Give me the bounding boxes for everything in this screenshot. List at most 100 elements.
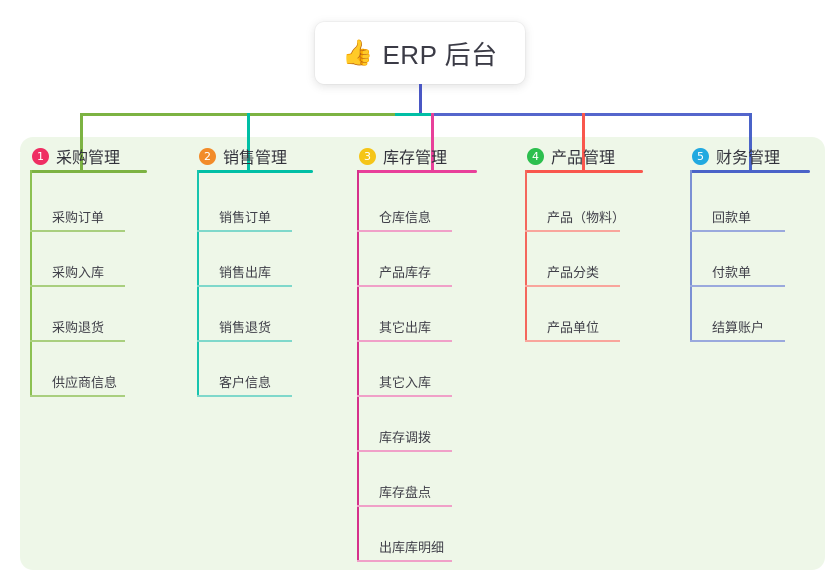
branch-column-3: 3 库存管理仓库信息产品库存其它出库其它入库库存调拨库存盘点出库库明细	[357, 137, 477, 562]
root-node-card[interactable]: 👍 ERP 后台	[315, 22, 525, 84]
branch-stub-2	[246, 113, 250, 170]
leaf-item[interactable]: 其它出库	[357, 308, 452, 342]
branch-index-badge-3: 3	[359, 147, 376, 165]
branch-header-rule-3	[357, 170, 477, 173]
leaf-item-rule	[690, 340, 785, 342]
branch-index-badge-5: 5	[692, 147, 709, 165]
branch-header-rule-5	[690, 170, 810, 173]
leaf-item-rule	[30, 285, 125, 287]
leaf-item-rule	[30, 340, 125, 342]
branch-index-badge-2: 2	[199, 147, 216, 165]
branch-index-badge-4: 4	[527, 147, 544, 165]
leaf-item-label: 产品（物料）	[547, 210, 626, 225]
branch-title-4: 产品管理	[551, 150, 616, 167]
leaf-item[interactable]: 产品（物料）	[525, 198, 625, 232]
leaf-item[interactable]: 产品库存	[357, 253, 452, 287]
leaf-item[interactable]: 其它入库	[357, 363, 452, 397]
leaf-item[interactable]: 库存调拨	[357, 418, 452, 452]
branch-index-badge-1: 1	[32, 147, 49, 165]
branch-header-rule-2	[197, 170, 313, 173]
bus-segment-bus-teal	[395, 113, 432, 116]
leaf-item[interactable]: 采购订单	[30, 198, 125, 232]
thumbs-up-icon: 👍	[342, 38, 374, 67]
branch-header-rule-4	[525, 170, 643, 173]
branch-header-5[interactable]: 5 财务管理	[690, 137, 780, 175]
leaf-item-label: 其它出库	[379, 320, 432, 335]
leaf-item-label: 采购退货	[52, 320, 105, 335]
branch-header-2[interactable]: 2 销售管理	[197, 137, 287, 175]
branch-stub-3	[430, 113, 434, 170]
leaf-item-rule	[357, 230, 452, 232]
leaf-item-rule	[357, 505, 452, 507]
leaf-item-rule	[30, 395, 125, 397]
branch-spine-2	[197, 170, 199, 397]
branch-column-2: 2 销售管理销售订单销售出库销售退货客户信息	[197, 137, 313, 397]
branch-column-4: 4 产品管理产品（物料） 产品分类产品单位	[525, 137, 643, 342]
branch-spine-4	[525, 170, 527, 342]
leaf-item[interactable]: 采购入库	[30, 253, 125, 287]
leaf-item-rule	[357, 285, 452, 287]
leaf-item-rule	[30, 230, 125, 232]
leaf-item-rule	[357, 395, 452, 397]
leaf-item-label: 结算账户	[712, 320, 765, 335]
branch-title-5: 财务管理	[716, 150, 781, 167]
leaf-item-rule	[525, 285, 620, 287]
leaf-item-label: 产品单位	[547, 320, 600, 335]
leaf-item-rule	[525, 230, 620, 232]
branch-stub-4	[581, 113, 585, 170]
leaf-item[interactable]: 库存盘点	[357, 473, 452, 507]
branch-stub-5	[748, 113, 752, 170]
leaf-item-label: 出库库明细	[379, 540, 445, 555]
leaf-item-rule	[357, 340, 452, 342]
leaf-item-label: 采购订单	[52, 210, 105, 225]
leaf-item-rule	[197, 340, 292, 342]
leaf-item-rule	[357, 450, 452, 452]
leaf-item-label: 采购入库	[52, 265, 105, 280]
leaf-item-label: 销售退货	[219, 320, 272, 335]
leaf-item-label: 付款单	[712, 265, 752, 280]
branch-header-4[interactable]: 4 产品管理	[525, 137, 615, 175]
leaf-item-label: 供应商信息	[52, 375, 118, 390]
leaf-item[interactable]: 销售订单	[197, 198, 292, 232]
leaf-item-label: 库存盘点	[379, 485, 432, 500]
root-stem-line	[418, 84, 422, 116]
bus-segment-bus-blue	[432, 113, 750, 116]
leaf-item-rule	[525, 340, 620, 342]
leaf-item-label: 销售出库	[219, 265, 272, 280]
leaf-item[interactable]: 销售出库	[197, 253, 292, 287]
branch-title-3: 库存管理	[383, 150, 448, 167]
leaf-item-label: 其它入库	[379, 375, 432, 390]
leaf-item-label: 客户信息	[219, 375, 272, 390]
root-node-title: ERP 后台	[382, 39, 498, 70]
branch-title-1: 采购管理	[56, 150, 121, 167]
leaf-item[interactable]: 客户信息	[197, 363, 292, 397]
leaf-item-label: 库存调拨	[379, 430, 432, 445]
branch-stub-1	[79, 113, 83, 170]
leaf-item[interactable]: 供应商信息	[30, 363, 125, 397]
branch-title-2: 销售管理	[223, 150, 288, 167]
leaf-item[interactable]: 仓库信息	[357, 198, 452, 232]
leaf-item[interactable]: 产品分类	[525, 253, 620, 287]
branch-spine-3	[357, 170, 359, 562]
bus-segment-bus-green	[81, 113, 395, 116]
leaf-item[interactable]: 付款单	[690, 253, 785, 287]
leaf-item-rule	[357, 560, 452, 562]
leaf-item[interactable]: 出库库明细	[357, 528, 452, 562]
branch-header-3[interactable]: 3 库存管理	[357, 137, 447, 175]
leaf-item-rule	[197, 230, 292, 232]
branch-header-1[interactable]: 1 采购管理	[30, 137, 120, 175]
leaf-item[interactable]: 回款单	[690, 198, 785, 232]
leaf-item-rule	[690, 285, 785, 287]
leaf-item-rule	[690, 230, 785, 232]
leaf-item[interactable]: 销售退货	[197, 308, 292, 342]
branch-column-5: 5 财务管理回款单付款单结算账户	[690, 137, 810, 342]
leaf-item-label: 销售订单	[219, 210, 272, 225]
leaf-item[interactable]: 产品单位	[525, 308, 620, 342]
leaf-item-label: 回款单	[712, 210, 752, 225]
leaf-item-label: 仓库信息	[379, 210, 432, 225]
leaf-item[interactable]: 结算账户	[690, 308, 785, 342]
leaf-item-rule	[197, 395, 292, 397]
leaf-item[interactable]: 采购退货	[30, 308, 125, 342]
leaf-item-rule	[197, 285, 292, 287]
leaf-item-label: 产品库存	[379, 265, 432, 280]
